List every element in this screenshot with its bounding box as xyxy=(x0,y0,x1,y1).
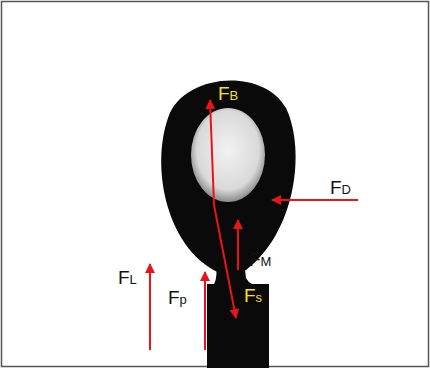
drop-loop xyxy=(161,80,295,275)
force-label: Fs xyxy=(244,286,262,308)
force-label: FD xyxy=(330,178,351,200)
momentum-arrow xyxy=(237,220,239,270)
loop-hole xyxy=(191,108,265,202)
force-label: FM xyxy=(249,250,271,272)
lift-arrow xyxy=(149,264,151,350)
force-label: Fp xyxy=(168,288,187,310)
stem xyxy=(207,284,269,368)
surface-tension-arrow xyxy=(214,205,236,318)
buoyancy-arrow xyxy=(210,100,214,205)
drag-arrow xyxy=(272,199,358,201)
force-label: FL xyxy=(118,268,137,290)
force-label: FB xyxy=(218,84,238,106)
pressure-arrow xyxy=(204,272,206,350)
